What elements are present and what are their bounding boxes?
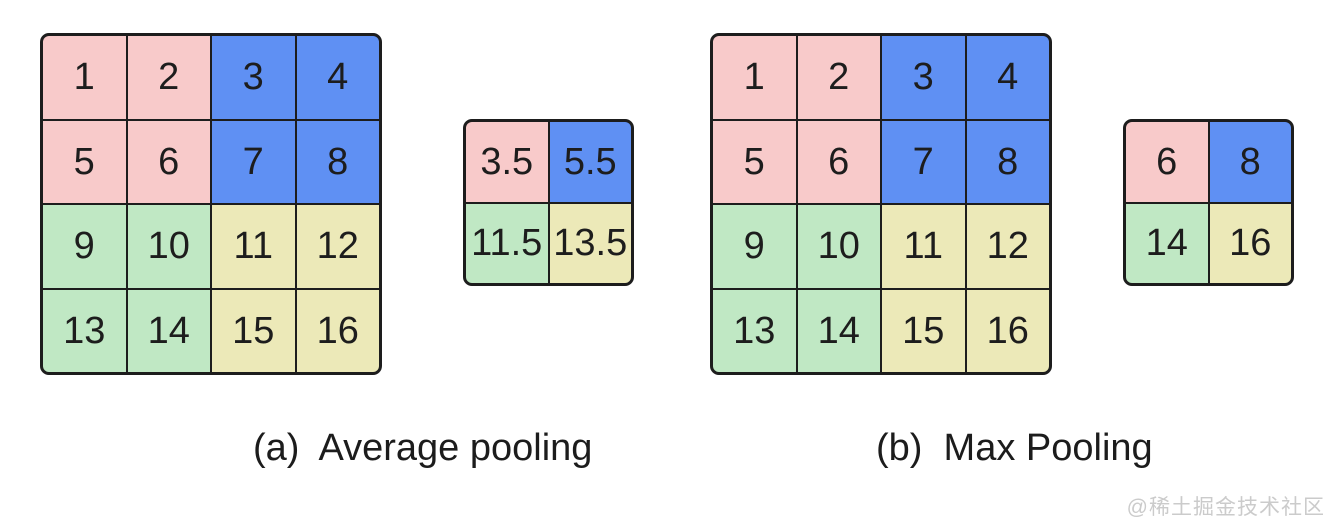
grid-cell: 6 — [1126, 122, 1208, 202]
watermark-text: @稀土掘金技术社区 — [1126, 496, 1325, 519]
grid-cell: 1 — [713, 36, 796, 119]
grid-cell: 6 — [797, 120, 880, 203]
grid-cell: 1 — [43, 36, 126, 119]
grid-cell: 14 — [797, 289, 880, 372]
grid-cell: 5 — [713, 120, 796, 203]
grid-cell: 11.5 — [466, 203, 548, 283]
grid-cell: 2 — [127, 36, 210, 119]
grid-cell: 4 — [966, 36, 1049, 119]
grid-cell: 16 — [1209, 203, 1291, 283]
grid-cell: 4 — [296, 36, 379, 119]
grid-cell: 13.5 — [549, 203, 631, 283]
grid-cell: 6 — [127, 120, 210, 203]
grid-cell: 13 — [713, 289, 796, 372]
grid-cell: 10 — [127, 205, 210, 288]
grid-cell: 8 — [966, 120, 1049, 203]
grid-cell: 11 — [882, 205, 965, 288]
grid-cell: 14 — [1126, 203, 1208, 283]
grid-cell: 3.5 — [466, 122, 548, 202]
grid-cell: 15 — [212, 289, 295, 372]
grid-cell: 12 — [296, 205, 379, 288]
grid-cell: 8 — [1209, 122, 1291, 202]
grid-cell: 5 — [43, 120, 126, 203]
grid-cell: 16 — [966, 289, 1049, 372]
grid-cell: 7 — [882, 120, 965, 203]
grid-cell: 9 — [43, 205, 126, 288]
grid-cell: 14 — [127, 289, 210, 372]
grid-cell: 13 — [43, 289, 126, 372]
grid-cell: 8 — [296, 120, 379, 203]
grid-cell: 10 — [797, 205, 880, 288]
grid-cell: 2 — [797, 36, 880, 119]
grid-cell: 3 — [882, 36, 965, 119]
grid-cell: 7 — [212, 120, 295, 203]
grid-cell: 9 — [713, 205, 796, 288]
caption-max-pooling: (b) Max Pooling — [876, 427, 1153, 469]
grid-cell: 5.5 — [549, 122, 631, 202]
caption-average-pooling: (a) Average pooling — [253, 427, 593, 469]
grid-cell: 16 — [296, 289, 379, 372]
grid-cell: 3 — [212, 36, 295, 119]
grid-cell: 15 — [882, 289, 965, 372]
grid-cell: 12 — [966, 205, 1049, 288]
grid-cell: 11 — [212, 205, 295, 288]
